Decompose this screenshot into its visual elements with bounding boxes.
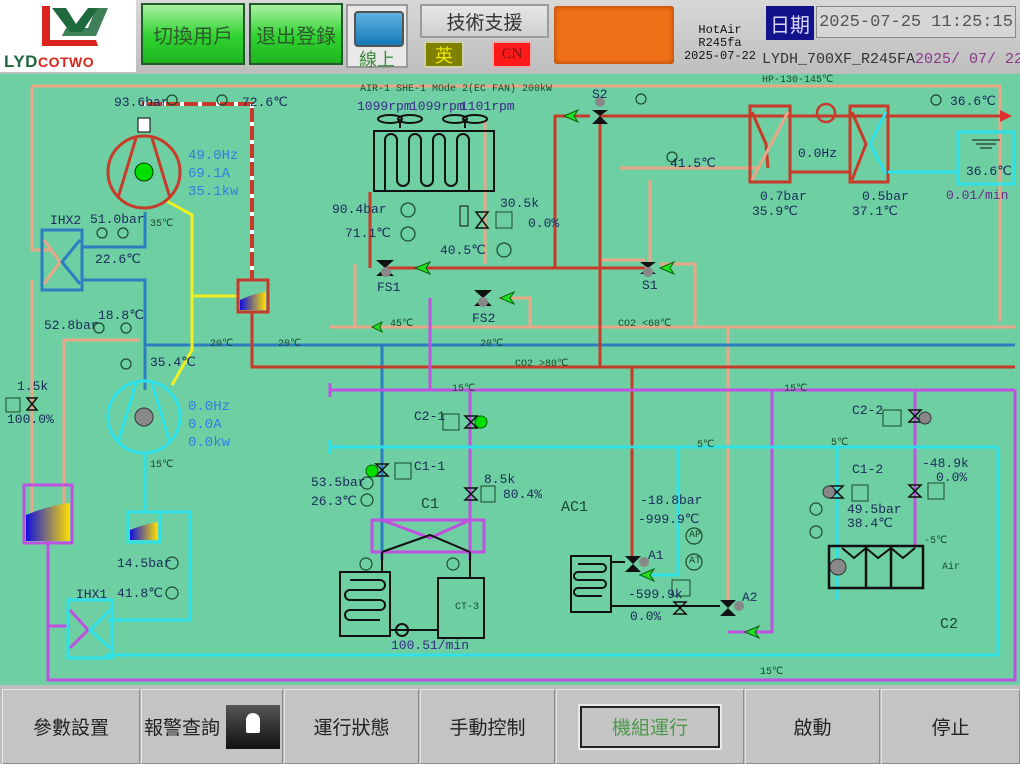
- air-cooler-ac1: [570, 555, 720, 613]
- alarm-bell-icon: [226, 704, 280, 749]
- pipe-discharge: [142, 102, 254, 280]
- valve-fs2-icon[interactable]: [474, 290, 492, 307]
- compressor-2[interactable]: [106, 379, 182, 455]
- valve-ac1-eev-icon[interactable]: [671, 579, 691, 615]
- valve-eev-main-icon[interactable]: [459, 205, 513, 229]
- valve-a2-icon[interactable]: [720, 600, 744, 616]
- tech-support-button[interactable]: 技術支援: [420, 4, 549, 38]
- stop-button[interactable]: 停止: [881, 689, 1020, 764]
- version-name: HotAir R245fa: [698, 23, 742, 50]
- alarm-query-button[interactable]: 報警查詢: [141, 689, 283, 764]
- monitor-icon: [354, 11, 404, 47]
- dry-cooler-c1: [339, 571, 391, 637]
- parameter-settings-button[interactable]: 參數設置: [2, 689, 140, 764]
- sensor-icons: [93, 93, 942, 600]
- oil-separator: [236, 278, 270, 314]
- valve-fs1-icon[interactable]: [376, 260, 394, 277]
- water-pump-icon[interactable]: [815, 102, 837, 124]
- date-label: 日期: [766, 6, 814, 40]
- valve-c2-2-icon[interactable]: [882, 409, 932, 427]
- valve-s2-icon[interactable]: [592, 97, 608, 124]
- flow-arrow-icons: [370, 108, 761, 640]
- stopped-status-icon: [134, 407, 154, 427]
- company-logo: LYDCOTWO: [0, 0, 136, 72]
- valve-c1-1-icon[interactable]: [365, 462, 412, 480]
- receiver-tank: [26, 503, 70, 541]
- fan-icon: [377, 114, 423, 128]
- fan-icon: [442, 114, 488, 128]
- valve-c2-1-icon[interactable]: [442, 413, 488, 431]
- running-status-button[interactable]: 運行狀態: [284, 689, 419, 764]
- valve-c1-2-icon[interactable]: [822, 484, 869, 502]
- pipe-cyan: [66, 130, 1016, 660]
- pipe-blue: [40, 212, 1015, 560]
- valve-eev-c2-icon[interactable]: [907, 482, 945, 500]
- check-valve-icon: [137, 117, 151, 133]
- pipe-purple: [22, 298, 1017, 682]
- valve-a1-icon[interactable]: [625, 556, 649, 572]
- model-date: 2025/ 07/ 22: [915, 51, 1020, 68]
- bottom-nav: 參數設置 報警查詢 運行狀態 手動控制 機組運行 啟動 停止: [0, 685, 1020, 764]
- logout-button[interactable]: 退出登錄: [249, 3, 343, 65]
- pipe-red: [250, 104, 1015, 560]
- unit-operation-tab[interactable]: 機組運行: [556, 689, 744, 764]
- version-date: 2025-07-22: [683, 49, 756, 63]
- water-tank-icon: [972, 139, 1000, 149]
- valve-s1-icon[interactable]: [640, 262, 656, 277]
- process-diagram: .t{position:absolute;white-space:nowrap;…: [0, 74, 1020, 685]
- online-status-button[interactable]: 線上: [346, 4, 408, 70]
- manual-control-button[interactable]: 手動控制: [420, 689, 555, 764]
- alarm-indicator[interactable]: [554, 6, 674, 64]
- version-info: HotAir R245fa 2025-07-22: [674, 24, 766, 63]
- switch-user-button[interactable]: 切換用戶: [141, 3, 245, 65]
- compressor-1[interactable]: [106, 134, 182, 210]
- datetime-display: 2025-07-25 11:25:15: [816, 6, 1016, 38]
- evaporator-c2: [827, 544, 925, 590]
- model-name: LYDH_700XF_R245FA: [762, 51, 916, 68]
- start-button[interactable]: 啟動: [745, 689, 880, 764]
- unit-operation-label: 機組運行: [580, 705, 720, 748]
- lang-en-button[interactable]: 英: [424, 41, 464, 68]
- lang-cn-button[interactable]: CN: [492, 41, 532, 68]
- ct-3-tank: [437, 577, 485, 639]
- valve-bypass-icon[interactable]: [5, 397, 39, 413]
- pipe-yellow: [164, 198, 238, 298]
- gas-cooler-coil: [373, 114, 495, 192]
- logo-text: LYDCOTWO: [4, 52, 95, 71]
- process-schematic: [5, 84, 1017, 682]
- logo-mark-icon: [42, 6, 108, 46]
- alarm-query-label: 報警查詢: [143, 718, 220, 739]
- top-bar: LYDCOTWO 切換用戶 退出登錄 線上 技術支援 英 CN HotAir R…: [0, 0, 1020, 74]
- running-status-icon: [134, 162, 154, 182]
- model-info: LYDH_700XF_R245FA2025/ 07/ 22: [762, 51, 1020, 68]
- online-label: 線上: [359, 50, 395, 70]
- receiver-tank-2: [130, 522, 158, 540]
- valve-eev-c1-icon[interactable]: [463, 485, 496, 503]
